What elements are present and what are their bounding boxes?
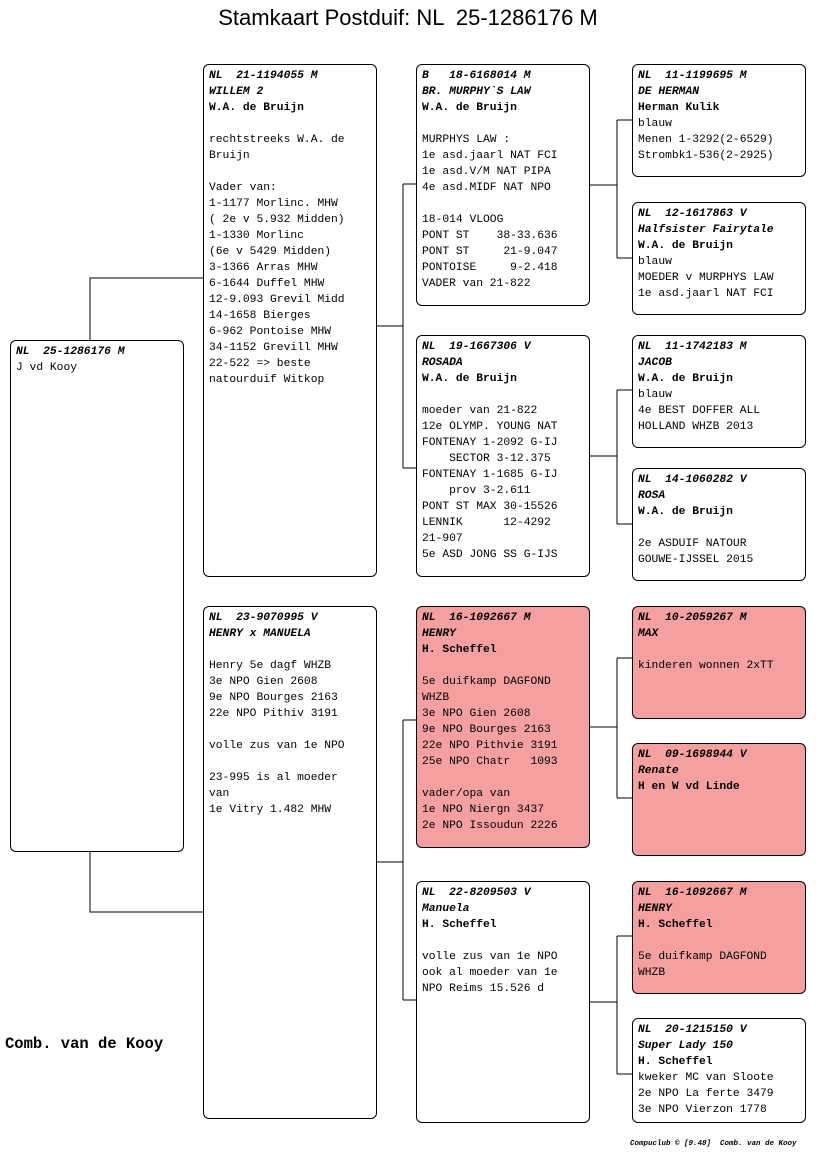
pigeon-notes: J vd Kooy (16, 362, 78, 374)
pigeon-notes: Henry 5e dagf WHZB 3e NPO Gien 2608 9e N… (209, 660, 345, 816)
pigeon-name: Super Lady 150 (638, 1040, 733, 1052)
ring-number: NL 16-1092667 M (638, 887, 747, 899)
pigeon-card-ss-dam[interactable]: NL 12-1617863 V Halfsister Fairytale W.A… (632, 202, 806, 315)
ring-number: NL 14-1060282 V (638, 474, 747, 486)
pigeon-card-subject[interactable]: NL 25-1286176 M J vd Kooy (10, 340, 184, 852)
pigeon-notes: blauw Menen 1-3292(2-6529) Strombk1-536(… (638, 118, 774, 162)
pigeon-name: Renate (638, 765, 679, 777)
pigeon-name: Manuela (422, 903, 470, 915)
pigeon-notes: volle zus van 1e NPO ook al moeder van 1… (422, 951, 558, 995)
pigeon-name: ROSA (638, 490, 666, 502)
pigeon-notes: rechtstreeks W.A. de Bruijn Vader van: 1… (209, 134, 345, 386)
footer-credit: Compuclub © [9.48] Comb. van de Kooy (630, 1140, 797, 1148)
pigeon-owner: W.A. de Bruijn (209, 102, 304, 114)
pigeon-owner: H. Scheffel (638, 1056, 713, 1068)
pigeon-owner: W.A. de Bruijn (638, 373, 733, 385)
ring-number: NL 25-1286176 M (16, 346, 125, 358)
ring-number: NL 10-2059267 M (638, 612, 747, 624)
pigeon-card-dam-dam[interactable]: NL 22-8209503 V Manuela H. Scheffel voll… (416, 881, 590, 1123)
pigeon-owner: H en W vd Linde (638, 781, 740, 793)
pigeon-card-sire-sire[interactable]: B 18-6168014 M BR. MURPHY`S LAW W.A. de … (416, 64, 590, 306)
pigeon-owner: H. Scheffel (422, 919, 497, 931)
pigeon-card-sire[interactable]: NL 21-1194055 M WILLEM 2 W.A. de Bruijn … (203, 64, 377, 577)
ring-number: NL 12-1617863 V (638, 208, 747, 220)
pigeon-owner: W.A. de Bruijn (638, 240, 733, 252)
pigeon-card-sire-dam[interactable]: NL 19-1667306 V ROSADA W.A. de Bruijn mo… (416, 335, 590, 577)
pigeon-name: DE HERMAN (638, 86, 700, 98)
pigeon-notes: kinderen wonnen 2xTT (638, 660, 774, 672)
pigeon-owner: H. Scheffel (422, 644, 497, 656)
ring-number: NL 16-1092667 M (422, 612, 531, 624)
pigeon-notes: blauw 4e BEST DOFFER ALL HOLLAND WHZB 20… (638, 389, 761, 433)
ring-number: NL 22-8209503 V (422, 887, 531, 899)
pigeon-notes: kweker MC van Slootе 2e NPO La ferte 347… (638, 1072, 774, 1116)
ring-number: NL 20-1215150 V (638, 1024, 747, 1036)
pigeon-card-ds-dam[interactable]: NL 09-1698944 V Renate H en W vd Linde (632, 743, 806, 856)
club-name: Comb. van de Kooy (5, 1035, 164, 1053)
pigeon-card-sd-sire[interactable]: NL 11-1742183 M JACOB W.A. de Bruijn bla… (632, 335, 806, 448)
pigeon-card-dam-sire[interactable]: NL 16-1092667 M HENRY H. Scheffel 5e dui… (416, 606, 590, 848)
pigeon-name: Halfsister Fairytale (638, 224, 774, 236)
pigeon-name: JACOB (638, 357, 672, 369)
page-title: Stamkaart Postduif: NL 25-1286176 M (218, 5, 598, 30)
pigeon-name: HENRY (638, 903, 672, 915)
pigeon-notes: blauw MOEDER v MURPHYS LAW 1e asd.jaarl … (638, 256, 774, 300)
pigeon-notes: 2e ASDUIF NATOUR GOUWE-IJSSEL 2015 (638, 538, 754, 566)
pigeon-owner: W.A. de Bruijn (638, 506, 733, 518)
pigeon-name: MAX (638, 628, 659, 640)
pigeon-card-sd-dam[interactable]: NL 14-1060282 V ROSA W.A. de Bruijn 2e A… (632, 468, 806, 581)
ring-number: NL 11-1199695 M (638, 70, 747, 82)
pigeon-name: WILLEM 2 (209, 86, 264, 98)
pigeon-notes: moeder van 21-822 12e OLYMP. YOUNG NAT F… (422, 405, 558, 561)
pigeon-notes: 5e duifkamp DAGFOND WHZB (638, 951, 767, 979)
pigeon-notes: 5e duifkamp DAGFOND WHZB 3e NPO Gien 260… (422, 676, 558, 832)
ring-number: NL 09-1698944 V (638, 749, 747, 761)
pigeon-owner: Herman Kulik (638, 102, 720, 114)
pigeon-owner: W.A. de Bruijn (422, 373, 517, 385)
pigeon-owner: W.A. de Bruijn (422, 102, 517, 114)
ring-number: NL 23-9070995 V (209, 612, 318, 624)
pigeon-name: BR. MURPHY`S LAW (422, 86, 531, 98)
pigeon-notes: MURPHYS LAW : 1e asd.jaarl NAT FCI 1e as… (422, 134, 558, 290)
pigeon-name: HENRY x MANUELA (209, 628, 311, 640)
pigeon-name: HENRY (422, 628, 456, 640)
pigeon-card-dam[interactable]: NL 23-9070995 V HENRY x MANUELA Henry 5e… (203, 606, 377, 1119)
ring-number: NL 11-1742183 M (638, 341, 747, 353)
pigeon-card-dd-dam[interactable]: NL 20-1215150 V Super Lady 150 H. Scheff… (632, 1018, 806, 1123)
pigeon-card-ss-sire[interactable]: NL 11-1199695 M DE HERMAN Herman Kulik b… (632, 64, 806, 177)
ring-number: B 18-6168014 M (422, 70, 531, 82)
pigeon-card-ds-sire[interactable]: NL 10-2059267 M MAX kinderen wonnen 2xTT (632, 606, 806, 719)
pigeon-card-dd-sire[interactable]: NL 16-1092667 M HENRY H. Scheffel 5e dui… (632, 881, 806, 994)
ring-number: NL 19-1667306 V (422, 341, 531, 353)
ring-number: NL 21-1194055 M (209, 70, 318, 82)
pigeon-owner: H. Scheffel (638, 919, 713, 931)
pigeon-name: ROSADA (422, 357, 463, 369)
